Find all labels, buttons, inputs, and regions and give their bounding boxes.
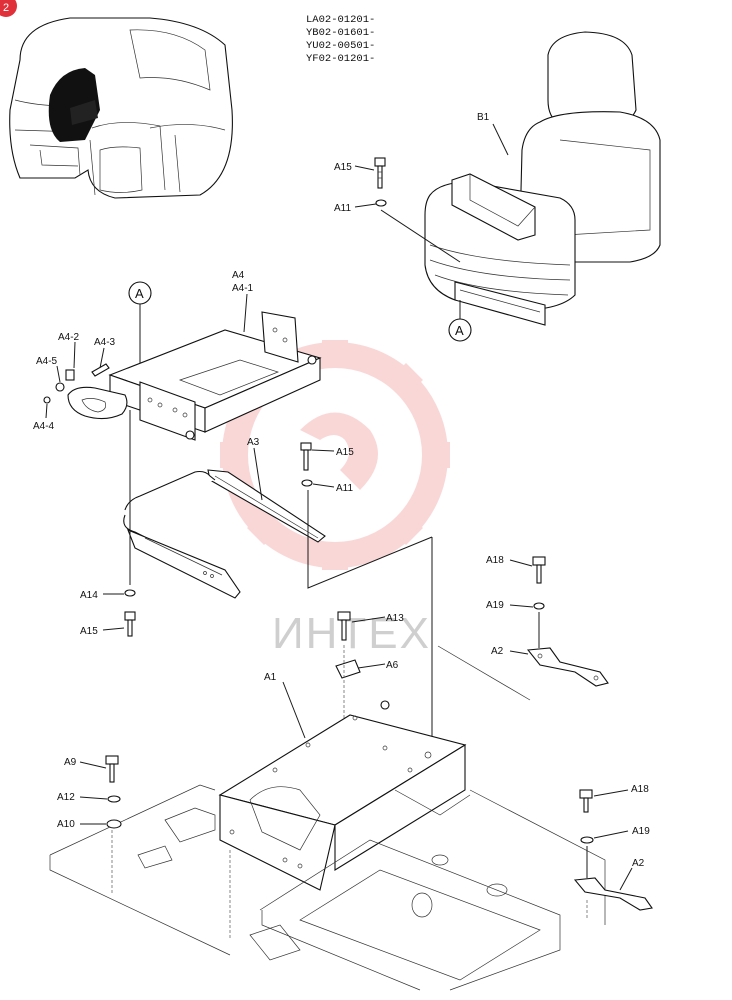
label-A14: A14 [80, 590, 98, 601]
label-A12: A12 [57, 792, 75, 803]
part-labels: B1 A15 A11 A4 A4-1 A4-2 A4-3 A4-5 A4-4 A… [33, 112, 650, 869]
nut-A4-5 [55, 382, 65, 392]
label-A18-low: A18 [631, 784, 649, 795]
serial-1: LA02-01201- [306, 14, 375, 26]
operator-seat-B1 [424, 31, 661, 326]
bolt-A15-mid [300, 442, 312, 471]
bracket-A2-low [573, 877, 653, 911]
machine-location-thumbnail [9, 17, 233, 199]
washer-A10 [106, 819, 122, 829]
label-A4-2: A4-2 [58, 332, 80, 343]
washer-A12 [107, 795, 121, 803]
washer-A19-top [533, 602, 545, 610]
bolt-A18-low [579, 789, 593, 813]
label-A4-4: A4-4 [33, 421, 55, 432]
bolt-A18-top [532, 556, 546, 584]
corner-badge-text: 2 [3, 2, 9, 14]
plate-A6 [335, 659, 361, 679]
label-B1: B1 [477, 112, 490, 123]
washer-A11-top [375, 199, 387, 207]
corner-badge: 2 [0, 0, 17, 17]
label-A15-mid: A15 [336, 447, 354, 458]
label-A4: A4 [232, 270, 245, 281]
callout-A-left: A [128, 281, 152, 305]
label-A19-top: A19 [486, 600, 504, 611]
callout-A-right-text: A [455, 323, 464, 338]
callout-A-left-text: A [135, 286, 144, 301]
lock-lever [67, 386, 128, 420]
serial-number-block: LA02-01201- YB02-01601- YU02-00501- YF02… [306, 14, 375, 65]
label-A18-top: A18 [486, 555, 504, 566]
label-A4-1: A4-1 [232, 283, 254, 294]
label-A11-top: A11 [334, 203, 351, 214]
washer-A11-mid [301, 479, 313, 487]
label-A15-top: A15 [334, 162, 352, 173]
watermark-text: ИНТЕХ [272, 609, 431, 658]
label-A6: A6 [386, 660, 399, 671]
label-A4-5: A4-5 [36, 356, 58, 367]
serial-2: YB02-01601- [306, 27, 375, 39]
label-A10: A10 [57, 819, 75, 830]
leader-lines [45, 123, 633, 891]
bolt-A9 [105, 755, 119, 783]
washer-A4-4 [43, 396, 51, 404]
label-A3: A3 [247, 437, 260, 448]
lever-assembly-A4-2 [65, 369, 75, 381]
seat-bracket-A4 [108, 311, 322, 441]
callout-A-right: A [448, 318, 472, 342]
serial-3: YU02-00501- [306, 40, 375, 52]
bolt-A13 [337, 611, 351, 641]
cab-floor-plate [49, 784, 606, 991]
label-A4-3: A4-3 [94, 337, 116, 348]
bracket-A2-top [526, 647, 609, 687]
label-A11-mid: A11 [336, 483, 353, 494]
label-A9: A9 [64, 757, 77, 768]
label-A2-low: A2 [632, 858, 645, 869]
pin-A4-3 [91, 363, 110, 377]
washer-A14 [124, 589, 136, 597]
label-A2-top: A2 [491, 646, 504, 657]
bolt-A15-top [374, 157, 386, 189]
label-A15-low: A15 [80, 626, 98, 637]
seat-slide-frame [123, 470, 241, 599]
label-A1: A1 [264, 672, 277, 683]
seat-stand-A1 [218, 700, 471, 891]
label-A19-low: A19 [632, 826, 650, 837]
serial-4: YF02-01201- [306, 53, 375, 65]
label-A13: A13 [386, 613, 404, 624]
washer-A19-low [580, 836, 594, 844]
bolt-A15-low [124, 611, 136, 637]
